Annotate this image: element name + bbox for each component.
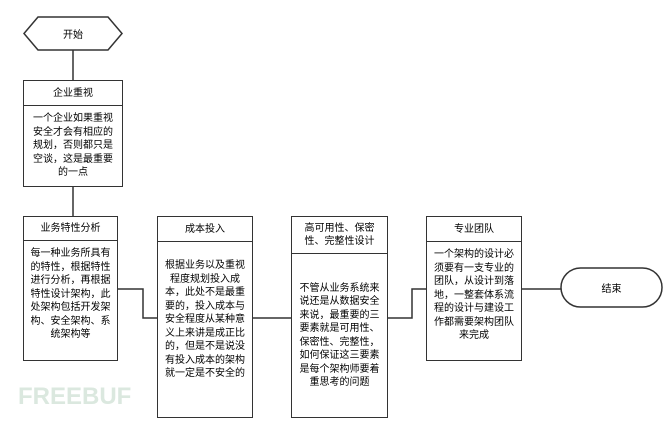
step-professional-team: 专业团队 一个架构的设计必须要有一支专业的团队，从设计到落地，一整套体系流程的设… xyxy=(426,216,522,361)
start-terminal: 开始 xyxy=(24,17,122,50)
end-terminal: 结束 xyxy=(561,268,662,307)
start-shape xyxy=(23,16,123,51)
step-description: 一个架构的设计必须要有一支专业的团队，从设计到落地，一整套体系流程的设计与建设工… xyxy=(434,249,514,341)
step-title: 高可用性、保密性、完整性设计 xyxy=(292,217,387,254)
step-description: 不管从业务系统来说还是从数据安全来说，最重要的三要素就是可用性、保密性、完整性，… xyxy=(299,282,380,389)
step-title: 成本投入 xyxy=(158,217,252,242)
watermark-logo: FREEBUF xyxy=(18,383,132,410)
step-cia-design: 高可用性、保密性、完整性设计 不管从业务系统来说还是从数据安全来说，最重要的三要… xyxy=(291,216,388,418)
step-business-analysis: 业务特性分析 每一种业务所具有的特性，根据特性进行分析，再根据特性设计架构，此处… xyxy=(23,216,118,361)
connector-box4-to-box5 xyxy=(388,288,426,319)
step-title: 业务特性分析 xyxy=(24,217,117,241)
connector-box2-to-box3 xyxy=(118,288,157,319)
step-cost-investment: 成本投入 根据业务以及重视程度规划投入成本，此处不是最重要的，投入成本与安全程度… xyxy=(157,216,253,418)
start-label: 开始 xyxy=(63,30,83,41)
end-label: 结束 xyxy=(601,284,622,295)
step-description: 每一种业务所具有的特性，根据特性进行分析，再根据特性设计架构，此处架构包括开发架… xyxy=(30,248,111,340)
step-description: 一个企业如果重视安全才会有相应的规划，否则都只是空谈，这是最重要的一点 xyxy=(33,113,113,178)
step-title: 专业团队 xyxy=(427,217,521,242)
end-shape xyxy=(560,267,663,308)
step-title: 企业重视 xyxy=(24,81,122,106)
step-enterprise-attention: 企业重视 一个企业如果重视安全才会有相应的规划，否则都只是空谈，这是最重要的一点 xyxy=(23,80,123,187)
step-description: 根据业务以及重视程度规划投入成本，此处不是最重要的，投入成本与安全程度从某种意义… xyxy=(165,260,245,379)
